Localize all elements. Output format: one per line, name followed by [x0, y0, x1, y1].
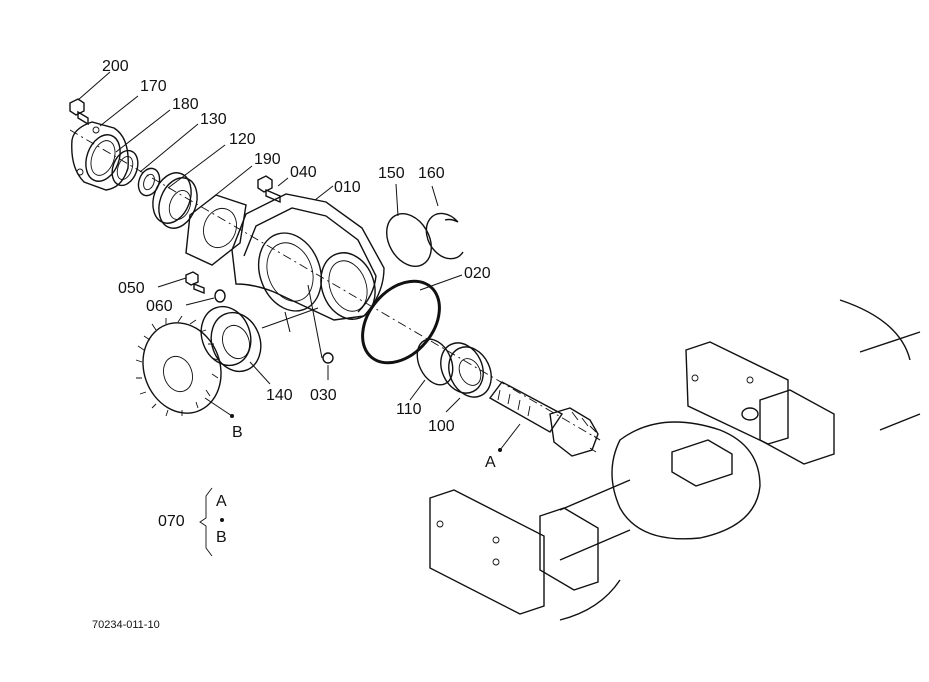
- axle-housing: [429, 299, 921, 621]
- callout-130: 130: [200, 111, 227, 128]
- part-050-bolt: [185, 271, 205, 295]
- part-160-snap-ring: [425, 212, 464, 260]
- callout-010: 010: [334, 179, 361, 196]
- set-callout-item-b: B: [216, 529, 227, 546]
- part-190-shim: [185, 194, 247, 266]
- part-150-ring: [386, 213, 432, 267]
- part-040-bolt: [257, 175, 281, 204]
- bevel-gear-b: [135, 315, 222, 417]
- part-020-o-ring: [361, 279, 441, 365]
- part-060-washer: [214, 289, 226, 303]
- part-120-bearing: [152, 172, 198, 229]
- callout-180: 180: [172, 96, 199, 113]
- part-110-shim: [416, 338, 454, 386]
- callout-100: 100: [428, 418, 455, 435]
- part-030-plug: [322, 352, 334, 364]
- part-170-cover: [71, 121, 129, 191]
- callout-150: 150: [378, 165, 405, 182]
- callout-120: 120: [229, 131, 256, 148]
- part-010-gear-case: [231, 193, 385, 321]
- gear-ref-a: A: [485, 454, 496, 471]
- callout-190: 190: [254, 151, 281, 168]
- pinion-shaft-a: [488, 381, 601, 457]
- part-180-seal: [111, 149, 139, 187]
- set-callout-item-a: A: [216, 493, 227, 510]
- callout-020: 020: [464, 265, 491, 282]
- leader-lines: [77, 71, 521, 452]
- part-140-bearing: [200, 305, 262, 373]
- callout-140: 140: [266, 387, 293, 404]
- assembly-axis: [69, 129, 601, 441]
- part-200-bolt: [69, 98, 89, 126]
- set-callout-number: 070: [158, 513, 185, 530]
- gear-ref-b: B: [232, 424, 243, 441]
- callout-050: 050: [118, 280, 145, 297]
- callout-030: 030: [310, 387, 337, 404]
- callout-110: 110: [396, 401, 422, 418]
- figure-code: 70234-011-10: [92, 619, 160, 631]
- callout-040: 040: [290, 164, 317, 181]
- callout-060: 060: [146, 298, 173, 315]
- set-callout-070: 070 A B: [158, 487, 227, 557]
- part-100-bearing: [440, 342, 492, 398]
- callout-200: 200: [102, 58, 129, 75]
- callout-170: 170: [140, 78, 167, 95]
- callout-160: 160: [418, 165, 445, 182]
